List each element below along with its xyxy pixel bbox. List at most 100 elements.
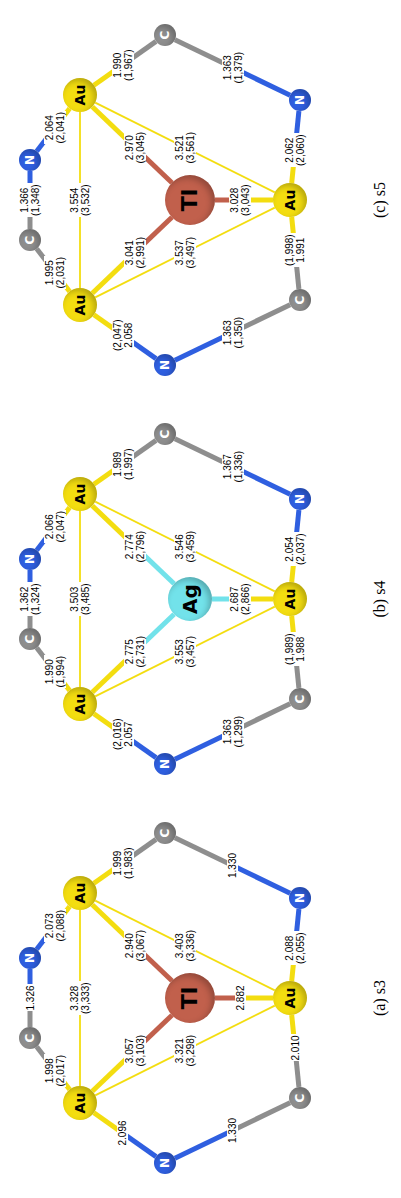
atom-symbol: C [24,236,36,245]
atom-symbol: C [159,430,171,439]
bond-length: 2.088 (2,055) [284,931,306,965]
atom-symbol: C [294,296,306,305]
bond-length: 1.330 [227,852,238,879]
bond-length: 3.537 (3,497) [174,236,196,270]
atom: C [154,24,176,46]
atom: N [154,1152,176,1174]
atom-symbol: Au [73,85,87,106]
atom-symbol: N [24,953,36,963]
bond-length: 1.366 (1,348) [19,183,41,217]
atom-symbol: N [159,360,171,370]
bond-length: 3.546 (3,459) [174,530,196,564]
atom: C [289,289,311,311]
atom-symbol: Au [283,988,297,1009]
atom: Ag [168,577,212,621]
atom: Au [63,876,97,910]
bond [94,315,156,359]
atom-symbol: C [159,829,171,838]
bond [175,439,290,494]
bond-length: (2,016) 2.057 [112,717,134,751]
atom-symbol: N [294,893,306,903]
atom: C [154,822,176,844]
bond [92,614,174,692]
atom-symbol: N [294,95,306,105]
bond-length: 3.041 (2,991) [124,236,146,270]
atom-symbol: Au [73,883,87,904]
bond [94,41,156,85]
bond [94,839,156,883]
bond [92,506,174,584]
bond-length: (2,047) 2.058 [112,318,134,352]
bond [92,905,172,981]
bond-length: 1.326 [25,984,36,1011]
atom-symbol: Au [73,1093,87,1114]
atom: N [19,149,41,171]
bond [37,648,70,691]
atom: C [19,229,41,251]
bond-length: 2.940 (3,067) [124,929,146,963]
bond [175,40,290,95]
bond-length: 1.998 (2,017) [44,1054,66,1088]
atom: N [289,887,311,909]
bond-length: 2.062 (2,060) [284,133,306,167]
atom: Tl [165,973,215,1023]
bond-length: 2.096 [117,1119,128,1146]
bond [92,107,172,183]
bond [37,1047,70,1090]
bond-length: 3.328 (3,333) [69,981,91,1015]
atom-symbol: C [24,635,36,644]
bond [175,305,290,360]
atom: C [154,423,176,445]
atom-symbol: Au [283,190,297,211]
bond-length: 2.066 (2,047) [44,510,66,544]
bond-length: 1.363 (1,350) [222,316,244,350]
atom: C [19,628,41,650]
bond-length: 2.054 (2,037) [284,532,306,566]
atom: N [289,89,311,111]
atom: N [289,488,311,510]
bond [175,1103,290,1158]
atom: Tl [165,175,215,225]
bond [37,108,70,151]
atom-symbol: N [159,1158,171,1168]
bond-length: 3.321 (3,298) [174,1034,196,1068]
bond [92,217,172,293]
atom: C [19,1027,41,1049]
bond-length: 2.010 [290,1034,301,1061]
bond-length: 2.970 (3,045) [124,131,146,165]
atom: C [289,688,311,710]
bond-length: 1.990 (1,994) [44,655,66,689]
atom-symbol: C [294,1094,306,1103]
atom: N [19,947,41,969]
bond-length: 3.554 (3,532) [69,183,91,217]
bond-length: 2.073 (2,088) [44,909,66,943]
bond-length: 2.064 (2,041) [44,111,66,145]
atom: N [154,354,176,376]
atom-symbol: N [24,155,36,165]
bond-length: 1.367 (1,336) [222,450,244,484]
atom: Au [273,981,307,1015]
bond-length: 1.363 (1,299) [222,715,244,749]
atom: C [289,1087,311,1109]
bond-length: 1.999 (1,983) [112,846,134,880]
bond-length: 1.990 (1,967) [112,48,134,82]
atom: N [154,753,176,775]
bond [175,704,290,759]
bond [92,1015,172,1091]
atom: Au [63,687,97,721]
bond-length: 3.028 (3,043) [229,183,251,217]
atom: Au [273,183,307,217]
bond-length: 1.330 [227,1117,238,1144]
atom-symbol: Tl [179,987,201,1010]
bond [37,906,70,949]
atom-symbol: C [159,31,171,40]
atom-symbol: C [24,1034,36,1043]
bond [37,507,70,550]
bond [94,1113,156,1157]
atom-symbol: Ag [180,584,200,614]
atom: Au [63,78,97,112]
panel-caption: (b) s4 [371,581,389,618]
bond [94,440,156,484]
atom-symbol: Au [73,694,87,715]
bond-length: 3.553 (3,457) [174,635,196,669]
